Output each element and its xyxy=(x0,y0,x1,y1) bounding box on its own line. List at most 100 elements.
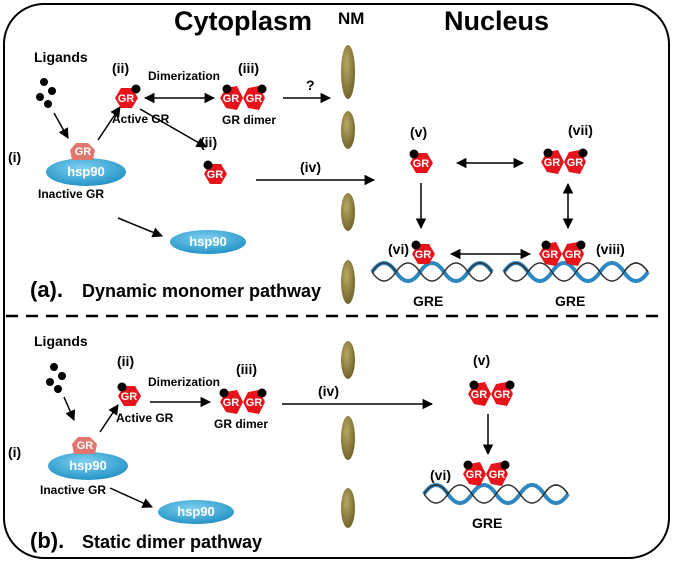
membrane-segment xyxy=(341,111,355,149)
svg-text:GR: GR xyxy=(121,391,138,403)
gr-monomer: GR xyxy=(203,160,227,184)
step-v-label: (v) xyxy=(410,124,427,140)
gr-dimer-b: GR GR xyxy=(219,388,267,414)
membrane-segment xyxy=(341,193,355,231)
dna-strand-b xyxy=(422,483,570,505)
hsp90-released: hsp90 xyxy=(170,230,246,254)
nucleus-header: Nucleus xyxy=(444,6,549,36)
svg-text:GR: GR xyxy=(223,397,240,409)
svg-text:GR: GR xyxy=(567,157,584,169)
svg-text:GR: GR xyxy=(223,93,240,105)
arrow-activation-b xyxy=(99,404,119,433)
step-viii-label: (viii) xyxy=(596,241,625,257)
ligand-dots xyxy=(36,78,56,108)
dimerization-label-b: Dimerization xyxy=(148,375,220,389)
inactive-gr-label-b: Inactive GR xyxy=(40,483,106,497)
svg-text:GR: GR xyxy=(415,249,432,261)
panel-b: Ligands (i) hsp90 GR Inactive GR (ii) GR… xyxy=(8,333,570,553)
svg-text:GR: GR xyxy=(246,397,263,409)
step-vi-label-b: (vi) xyxy=(430,467,451,483)
arrow-hsp90-release xyxy=(117,217,163,238)
step-ii-label-b: (ii) xyxy=(117,353,134,369)
step-iv-label: (iv) xyxy=(300,159,321,175)
hsp90-released-b: hsp90 xyxy=(158,500,234,524)
gr-monomer-nuclear: GR xyxy=(409,149,433,173)
step-vi-label: (vi) xyxy=(388,241,409,257)
membrane-segment xyxy=(341,416,355,460)
svg-text:hsp90: hsp90 xyxy=(69,458,107,473)
gr-inactive-shape xyxy=(70,143,95,160)
svg-text:GR: GR xyxy=(544,157,561,169)
panel-b-letter: (b). xyxy=(30,528,64,553)
inactive-gr-complex: hsp90 GR xyxy=(46,143,126,186)
step-ii-mid-label: (ii) xyxy=(200,134,217,150)
cytoplasm-header: Cytoplasm xyxy=(174,6,312,36)
arrow-monomer xyxy=(139,108,207,148)
ligands-label: Ligands xyxy=(34,49,88,65)
nuclear-membrane xyxy=(341,45,355,528)
svg-text:hsp90: hsp90 xyxy=(177,504,215,519)
step-iii-label-b: (iii) xyxy=(236,361,257,377)
svg-text:GR: GR xyxy=(466,469,483,481)
svg-text:GR: GR xyxy=(118,93,135,105)
gre-label-right: GRE xyxy=(555,293,585,309)
arrow-ligand-binding-b xyxy=(63,396,76,421)
svg-text:GR: GR xyxy=(77,440,94,452)
nm-header: NM xyxy=(338,9,364,28)
svg-text:GR: GR xyxy=(542,249,559,261)
gr-label: GR xyxy=(75,146,92,158)
panel-b-title: Static dimer pathway xyxy=(82,532,262,552)
arrow-hsp90-release-b xyxy=(109,487,153,508)
svg-text:GR: GR xyxy=(246,93,263,105)
dimerization-label: Dimerization xyxy=(148,69,220,83)
svg-text:GR: GR xyxy=(494,389,511,401)
svg-text:GR: GR xyxy=(471,389,488,401)
svg-text:GR: GR xyxy=(489,469,506,481)
panel-a: Ligands (i) hsp90 GR Inactive GR (ii) GR… xyxy=(8,49,650,309)
step-v-label-b: (v) xyxy=(473,352,490,368)
hsp90-shape xyxy=(46,158,126,186)
active-gr-label-b: Active GR xyxy=(116,411,174,425)
gre-label-left: GRE xyxy=(413,293,443,309)
step-ii-label: (ii) xyxy=(112,60,129,76)
outer-frame xyxy=(3,3,670,559)
step-i-label-b: (i) xyxy=(8,444,21,460)
active-gr-label: Active GR xyxy=(112,112,170,126)
svg-text:GR: GR xyxy=(565,249,582,261)
inactive-gr-complex-b: hsp90 GR xyxy=(48,437,128,480)
arrow-ligand-binding xyxy=(53,112,69,139)
hsp90-label: hsp90 xyxy=(67,164,105,179)
dna-strand-right xyxy=(502,261,650,283)
question-mark: ? xyxy=(306,77,315,93)
gr-dna-bound-dimer: GR GR xyxy=(539,240,586,266)
gr-dimer: GR GR xyxy=(220,84,267,110)
ligands-label-b: Ligands xyxy=(34,333,88,349)
step-iv-label-b: (iv) xyxy=(318,383,339,399)
gre-label-b: GRE xyxy=(472,515,502,531)
svg-text:GR: GR xyxy=(207,169,224,181)
gr-dimer-label-b: GR dimer xyxy=(214,417,268,431)
ligand-dots-b xyxy=(46,363,66,393)
gr-monomer: GR xyxy=(115,84,141,108)
gr-dimer-label: GR dimer xyxy=(222,113,276,127)
membrane-segment xyxy=(341,260,355,304)
panel-a-letter: (a). xyxy=(30,277,63,302)
step-iii-label: (iii) xyxy=(238,60,259,76)
dna-strand-left xyxy=(370,261,494,283)
step-vii-label: (vii) xyxy=(568,122,593,138)
gr-monomer-b: GR xyxy=(117,382,141,406)
gr-dna-bound-monomer: GR xyxy=(411,240,435,264)
svg-text:GR: GR xyxy=(413,158,430,170)
inactive-gr-label: Inactive GR xyxy=(38,187,104,201)
gr-dna-bound-dimer-b: GR GR xyxy=(463,460,510,486)
membrane-segment xyxy=(341,341,355,379)
membrane-segment xyxy=(341,488,355,528)
gr-dimer-nuclear: GR GR xyxy=(541,148,588,174)
svg-text:hsp90: hsp90 xyxy=(189,234,227,249)
step-i-label: (i) xyxy=(8,149,21,165)
panel-a-title: Dynamic monomer pathway xyxy=(82,281,321,301)
gr-dimer-nuclear-b: GR GR xyxy=(468,380,515,406)
membrane-segment xyxy=(341,45,355,99)
